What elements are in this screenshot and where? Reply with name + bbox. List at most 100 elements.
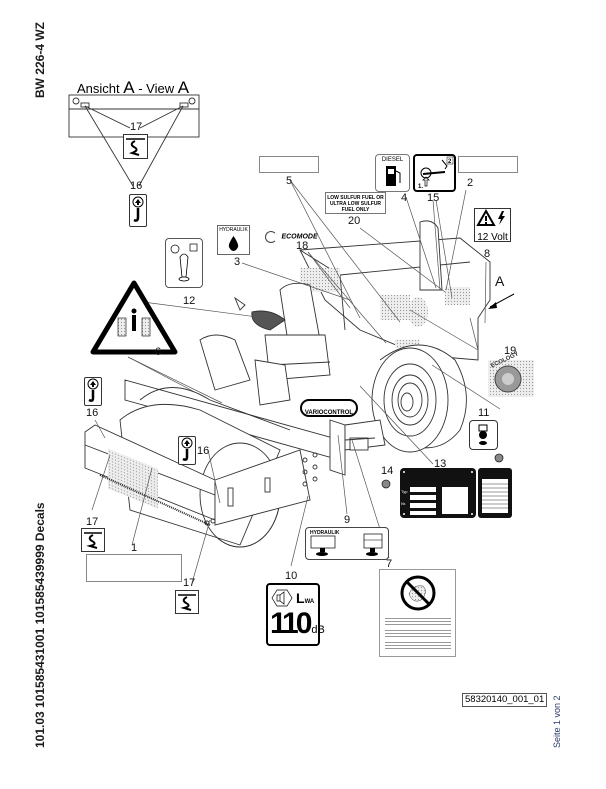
oil-level-icon (310, 533, 383, 556)
callout-7: 7 (386, 558, 393, 570)
sound-lwa-label: LWA (296, 590, 314, 606)
filter-icon (478, 424, 488, 445)
ecomode-icon (265, 230, 277, 243)
view-a-letter: A (123, 78, 135, 97)
blank-decal-2 (458, 156, 518, 173)
joystick-decal (165, 238, 203, 288)
step-one-label: 1. (418, 184, 423, 190)
callout-6: 6 (155, 346, 162, 358)
hydraulic-level-decal: HYDRAULIK (305, 527, 389, 560)
tie-down-decal-left (81, 528, 105, 552)
callout-13: 13 (434, 458, 447, 470)
view-a-indicator: A (495, 273, 505, 289)
hydraulik-oil-decal: HYDRAULIK (217, 225, 250, 255)
callout-14: 14 (381, 465, 394, 477)
callout-16: 16 (130, 180, 143, 192)
fuel-notice-line-2: ULTRA LOW SULFUR (329, 201, 382, 207)
fuel-notice-line-1: LOW SULFUR FUEL OR (327, 195, 384, 201)
diesel-decal: DIESEL (375, 154, 410, 192)
ecomode-label: ECOMODE (281, 233, 318, 241)
sound-value-number: 110 (270, 607, 312, 640)
no-spray-warning-decal (379, 569, 456, 657)
electrical-hazard-icon (476, 208, 505, 226)
lifting-hook-icon (181, 437, 193, 461)
rivet-icon (381, 453, 504, 489)
callout-19: 19 (504, 345, 517, 357)
ecology-seal-icon (488, 360, 534, 397)
crush-hazard-warning-icon (90, 280, 178, 355)
warning-text-block (385, 616, 451, 651)
sound-unit: dB (311, 624, 325, 636)
view-a-title: Ansicht A - View A (77, 78, 189, 98)
callout-1: 1 (131, 542, 138, 554)
callout-4: 4 (401, 192, 408, 204)
ecomode-logo: ECOMODE (265, 228, 318, 246)
leader-lines (91, 179, 501, 584)
sound-lwa-sub: WA (304, 599, 315, 605)
callout-10: 10 (285, 570, 298, 582)
callout-16: 16 (86, 407, 99, 419)
variocontrol-label: VARIOCONTROL (304, 410, 354, 416)
callout-17: 17 (86, 516, 99, 528)
view-a-mid: - View (134, 81, 178, 96)
variocontrol-decal: VARIOCONTROL (300, 399, 358, 417)
callout-2: 2 (467, 177, 474, 189)
fuel-pump-icon (386, 166, 401, 186)
lifting-hook-icon (132, 196, 144, 222)
view-a-letter: A (177, 78, 190, 97)
low-sulfur-fuel-decal: LOW SULFUR FUEL OR ULTRA LOW SULFUR FUEL… (325, 192, 386, 214)
callout-9: 9 (344, 514, 351, 526)
hydraulik-label: HYDRAULIK (219, 227, 248, 233)
callout-17: 17 (130, 121, 143, 133)
view-a-arrow-icon (488, 293, 515, 309)
battery-voltage-decal: 12 Volt (474, 208, 511, 243)
lifting-hook-decal-left (84, 377, 102, 406)
operator-seat (199, 282, 331, 406)
front-frame (124, 379, 386, 476)
oil-drop-icon (228, 236, 239, 251)
type-plate (400, 468, 512, 518)
drawing-id: 58320140_001_01 (462, 693, 548, 707)
blank-decal-5 (259, 156, 319, 173)
callout-11: 11 (478, 407, 490, 419)
callout-20: 20 (348, 215, 361, 227)
filter-service-decal (469, 420, 498, 450)
rear-wheel (371, 344, 467, 453)
view-a-panel (68, 94, 200, 187)
hydraulik-level-label: HYDRAULIK (310, 530, 340, 536)
engine-hood (299, 220, 491, 361)
fuel-notice-line-3: FUEL ONLY (341, 207, 370, 213)
blank-decal-1 (86, 554, 182, 582)
joystick-icon (170, 243, 198, 282)
callout-12: 12 (183, 295, 196, 307)
type-plate-label-typ: Typ (401, 489, 408, 494)
hood-release-decal: 1. 2 (413, 154, 456, 192)
prohibition-icon (400, 575, 436, 611)
lifting-hook-decal-view-a (129, 194, 147, 227)
view-a-prefix: Ansicht (77, 81, 124, 96)
callout-17: 17 (183, 577, 196, 589)
callout-16: 16 (197, 445, 210, 457)
step-two-label: 2 (448, 159, 452, 165)
callout-5: 5 (286, 175, 293, 187)
callout-8: 8 (484, 248, 491, 260)
tie-down-icon (84, 532, 102, 549)
type-plate-label-nr: Nr. (401, 501, 407, 506)
hood-latch-icon: 1. 2 (418, 156, 454, 190)
voltage-label: 12 Volt (477, 232, 508, 243)
sound-lwa-main: L (296, 590, 305, 606)
speaker-icon (271, 589, 293, 607)
tie-down-decal-view-a (123, 134, 148, 159)
diesel-label: DIESEL (381, 157, 404, 163)
callout-15: 15 (427, 192, 440, 204)
tie-down-icon (126, 138, 145, 156)
callout-3: 3 (234, 256, 241, 268)
lifting-hook-icon (87, 378, 99, 402)
tie-down-icon (178, 594, 196, 611)
callout-18: 18 (296, 240, 309, 252)
tie-down-decal-right (175, 590, 199, 614)
lifting-hook-decal-drum (178, 436, 196, 465)
